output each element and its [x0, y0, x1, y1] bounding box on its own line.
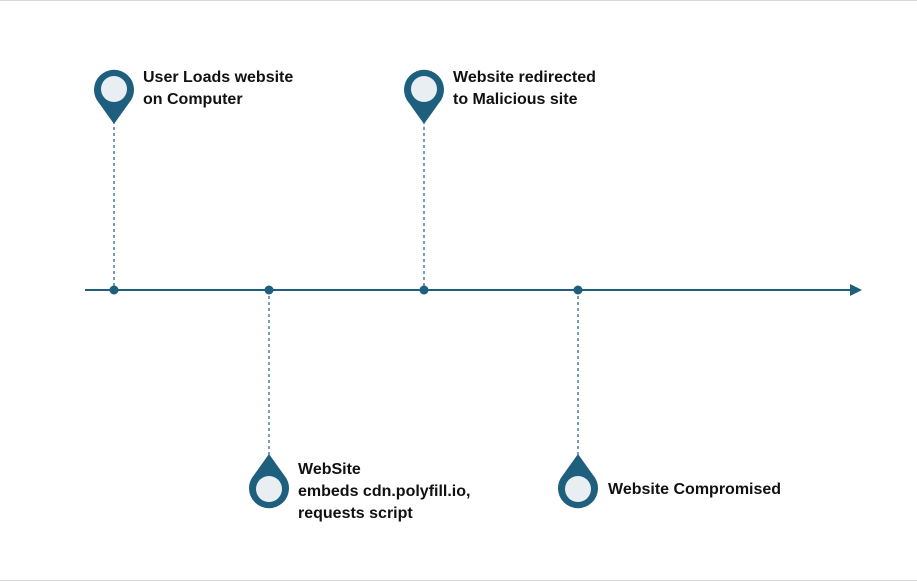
event-1-pin-icon [94, 69, 134, 124]
event-1-label-line-1: User Loads website [143, 69, 294, 86]
event-2-label-line-1: WebSite [298, 461, 361, 478]
event-1-label-line-2: on Computer [143, 91, 243, 108]
event-2-label-line-3: requests script [298, 505, 413, 522]
event-4-dot [573, 285, 583, 295]
event-3-pin-icon [403, 69, 444, 124]
event-4-label-line-1: Website Compromised [608, 481, 782, 498]
event-3-label: Website redirected to Malicious site [453, 67, 596, 111]
event-3-label-line-1: Website redirected [453, 69, 596, 86]
event-1-dot [109, 285, 119, 295]
timeline-arrowhead [850, 284, 862, 296]
event-2-label: WebSite embeds cdn.polyfill.io, requests… [298, 459, 470, 525]
event-2-pin-icon [249, 454, 289, 509]
event-4-pin-icon [558, 454, 598, 509]
event-1-label: User Loads website on Computer [143, 67, 293, 111]
event-4-label: Website Compromised [608, 479, 781, 501]
event-2-dot [264, 285, 274, 295]
event-3-label-line-2: to Malicious site [453, 91, 578, 108]
event-3-dot [419, 285, 429, 295]
event-2-label-line-2: embeds cdn.polyfill.io, [298, 483, 471, 500]
